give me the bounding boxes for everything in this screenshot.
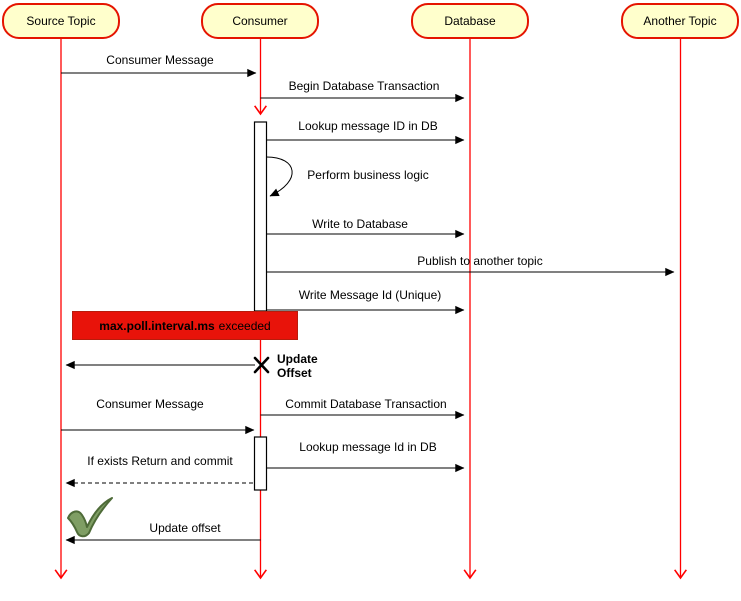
label-publish-topic: Publish to another topic: [417, 254, 543, 268]
label-update-offset-lost-line2: Offset: [277, 366, 312, 380]
actor-consumer: Consumer: [201, 3, 319, 39]
actor-database: Database: [411, 3, 529, 39]
check-icon: [67, 497, 113, 538]
error-note-property: max.poll.interval.ms: [99, 318, 215, 333]
error-note: max.poll.interval.ms exceeded: [72, 311, 298, 340]
label-write-msg-id: Write Message Id (Unique): [298, 288, 442, 302]
arrow-self-loop-perform-logic: [266, 156, 293, 197]
x-mark-icon: [253, 356, 270, 374]
label-write-db: Write to Database: [312, 217, 408, 231]
label-update-offset-lost: Update Offset: [277, 352, 318, 380]
label-consumer-message-1: Consumer Message: [106, 53, 214, 67]
label-update-offset-msg: Update offset: [149, 521, 221, 535]
activation-bar-2: [253, 436, 268, 491]
actor-another-topic: Another Topic: [621, 3, 739, 39]
label-lookup-msg-id-2: Lookup message Id in DB: [299, 440, 437, 454]
label-perform-logic: Perform business logic: [307, 168, 429, 182]
actor-source-topic: Source Topic: [2, 3, 120, 39]
label-consumer-message-2: Consumer Message: [96, 397, 204, 411]
activation-bar-1: [253, 121, 268, 312]
label-commit-db-txn: Commit Database Transaction: [285, 397, 447, 411]
label-begin-db-txn: Begin Database Transaction: [288, 79, 440, 93]
error-note-suffix: exceeded: [218, 318, 271, 333]
label-update-offset-lost-line1: Update: [277, 352, 318, 366]
label-lookup-msg-id: Lookup message ID in DB: [298, 119, 438, 133]
label-if-exists-return: If exists Return and commit: [87, 454, 233, 468]
